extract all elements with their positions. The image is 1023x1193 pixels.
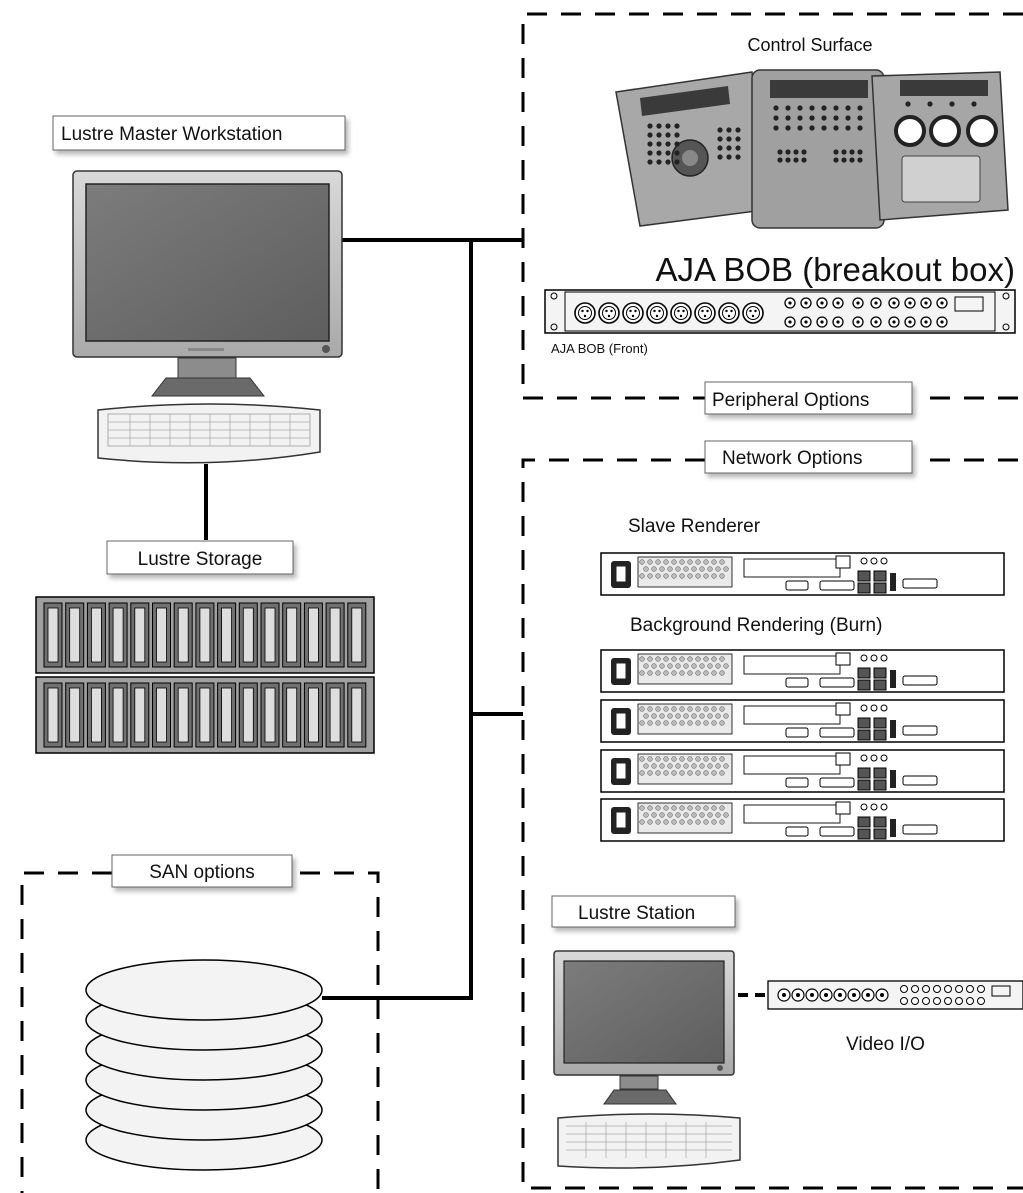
control-surface	[615, 69, 1009, 229]
san-disk-stack	[85, 959, 323, 1171]
san-options-group	[20, 871, 380, 1193]
label-network-options: Network Options	[704, 440, 913, 474]
label-master-workstation-text: Lustre Master Workstation	[61, 124, 282, 145]
label-storage-text: Lustre Storage	[138, 549, 263, 570]
label-storage: Lustre Storage	[106, 540, 294, 575]
background-render-servers	[600, 649, 1005, 842]
master-workstation-keyboard	[97, 403, 321, 464]
network-options-group	[521, 458, 1023, 1190]
label-slave-renderer: Slave Renderer	[628, 516, 761, 537]
label-san-options-text: SAN options	[149, 862, 255, 883]
label-control-surface: Control Surface	[747, 35, 872, 55]
label-network-options-text: Network Options	[722, 448, 862, 469]
lustre-station-keyboard	[557, 1113, 741, 1169]
label-master-workstation: Lustre Master Workstation	[52, 115, 346, 151]
label-peripheral-options: Peripheral Options	[704, 381, 913, 415]
master-workstation-monitor	[72, 170, 343, 397]
peripheral-options-group	[521, 12, 1023, 400]
label-video-io: Video I/O	[846, 1034, 925, 1055]
label-background-rendering: Background Rendering (Burn)	[630, 615, 882, 636]
lustre-storage-array	[35, 596, 375, 754]
label-aja-bob-front: AJA BOB (Front)	[551, 341, 648, 356]
label-lustre-station-text: Lustre Station	[578, 903, 695, 924]
label-lustre-station: Lustre Station	[551, 895, 736, 928]
lustre-station-monitor	[553, 950, 735, 1105]
network-cabling	[204, 238, 523, 1000]
video-io-unit	[767, 980, 1023, 1010]
aja-bob-unit	[544, 289, 1016, 334]
label-peripheral-options-text: Peripheral Options	[712, 390, 869, 411]
label-san-options: SAN options	[111, 854, 293, 888]
label-aja-bob-title: AJA BOB (breakout box)	[655, 251, 1015, 288]
slave-renderer-server	[600, 552, 1005, 596]
